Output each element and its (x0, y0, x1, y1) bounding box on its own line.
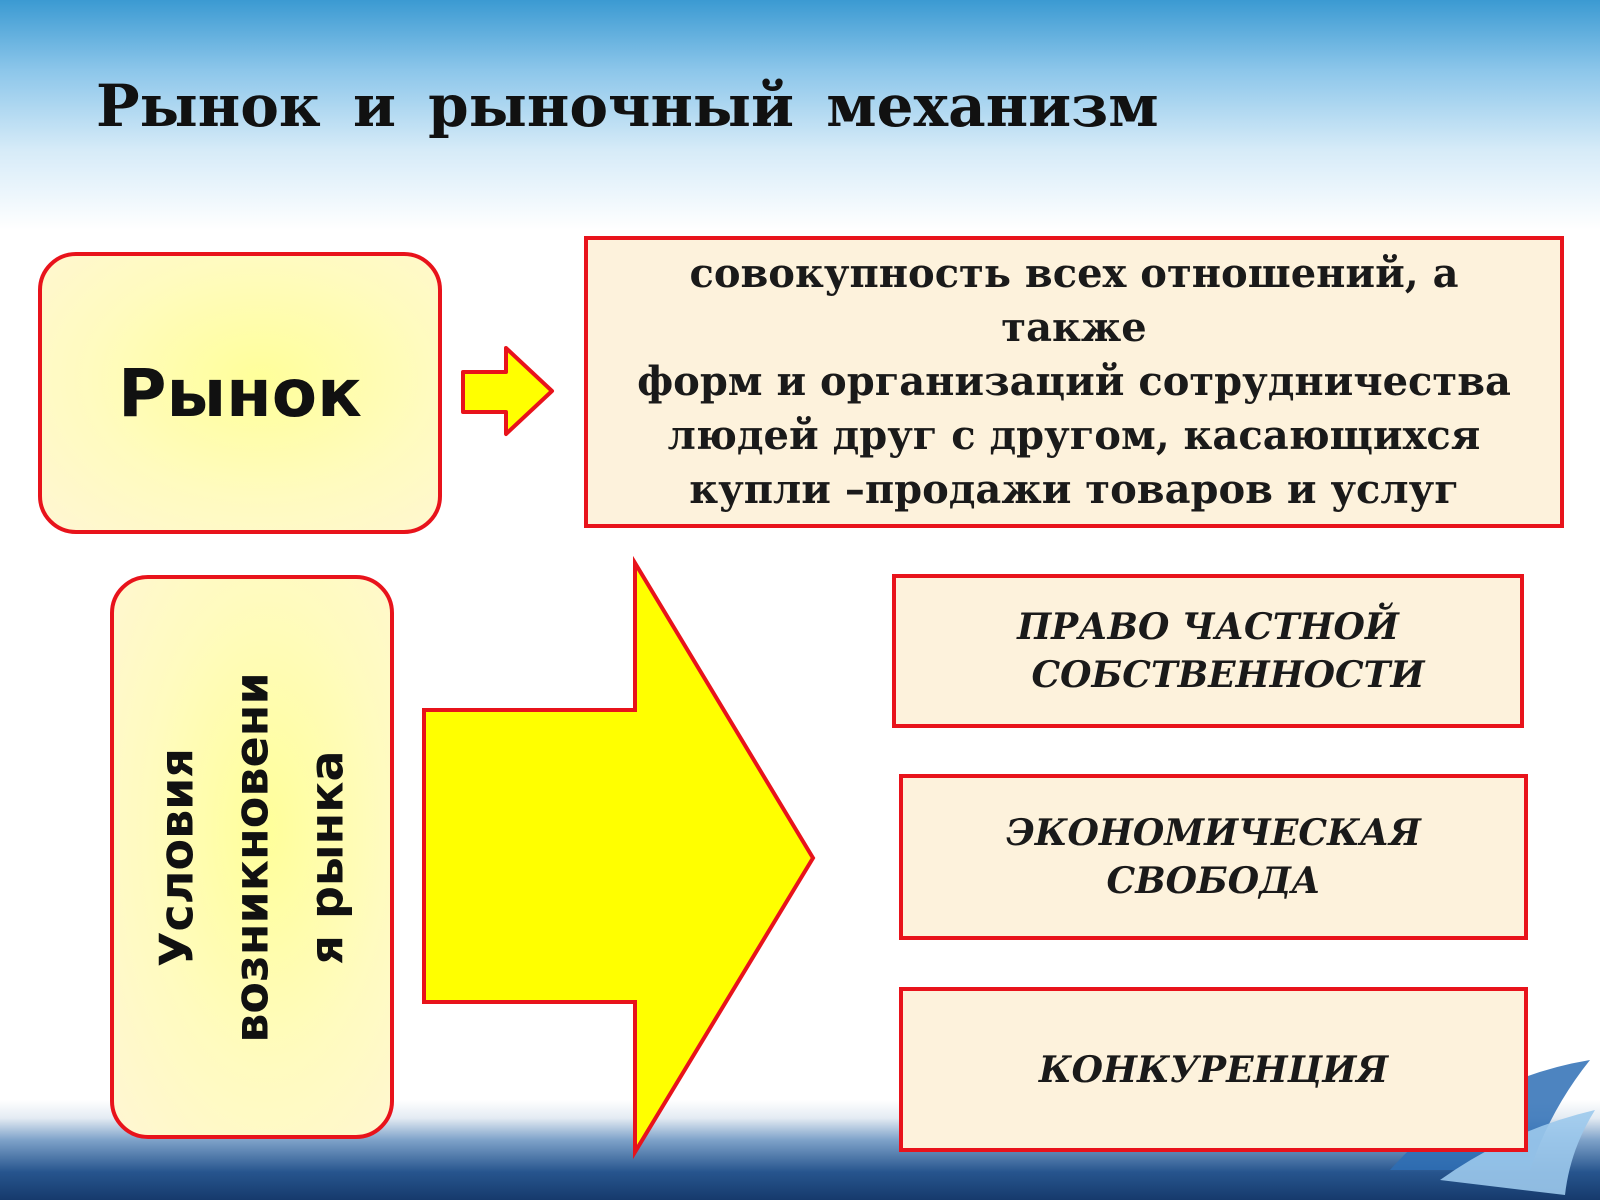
condition-competition: КОНКУРЕНЦИЯ (899, 987, 1528, 1152)
market-label: Рынок (118, 354, 362, 432)
condition-line: ПРАВО ЧАСТНОЙ (1017, 606, 1399, 648)
definition-line: форм и организаций сотрудничества (637, 358, 1511, 405)
conditions-line: Условия (149, 747, 204, 967)
condition-line: СВОБОДА (1106, 860, 1321, 902)
market-box: Рынок (38, 252, 442, 534)
condition-line: ЭКОНОМИЧЕСКАЯ (1006, 812, 1421, 854)
condition-economic-freedom: ЭКОНОМИЧЕСКАЯ СВОБОДА (899, 774, 1528, 940)
definition-box: совокупность всех отношений, а также фор… (584, 236, 1564, 528)
condition-line: КОНКУРЕНЦИЯ (1038, 1048, 1389, 1091)
conditions-label: Условия возникновени я рынка (140, 672, 365, 1042)
conditions-line: возникновени (224, 671, 279, 1043)
conditions-line: я рынка (299, 749, 354, 965)
definition-line: купли –продажи товаров и услуг (689, 466, 1459, 513)
definition-line: совокупность всех отношений, а также (689, 250, 1459, 351)
condition-line: СОБСТВЕННОСТИ (1031, 654, 1425, 696)
slide-title: Рынок и рыночный механизм (96, 72, 1159, 140)
definition-line: людей друг с другом, касающихся (667, 412, 1481, 459)
condition-private-property: ПРАВО ЧАСТНОЙ СОБСТВЕННОСТИ (892, 574, 1524, 728)
conditions-box: Условия возникновени я рынка (110, 575, 394, 1139)
